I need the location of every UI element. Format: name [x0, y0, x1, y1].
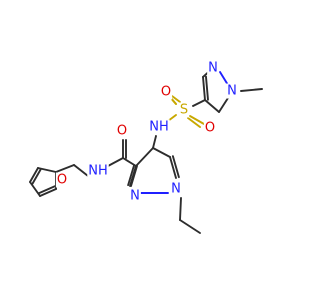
atom-label-background	[207, 60, 219, 76]
atom-label-background	[203, 120, 217, 136]
bond-nh-ch2	[73, 164, 89, 177]
bond-s-o	[171, 95, 181, 103]
bond-ethyl	[179, 197, 182, 221]
atom-label-background	[170, 181, 182, 197]
bond-pyr1	[127, 164, 136, 187]
atom-label-n-pyrazole1-n1: N	[171, 182, 181, 197]
atom-label-background	[148, 119, 170, 135]
bond-furan	[29, 181, 41, 197]
atom-label-furan-oxygen: O	[57, 173, 67, 188]
bond-c-amide	[122, 157, 137, 167]
bond-s-o	[189, 115, 205, 125]
bond-ethyl	[179, 219, 201, 234]
bond-furan	[39, 188, 57, 197]
atom-label-sulfonamide-nh: NH	[149, 120, 169, 135]
bond-pyr1	[171, 155, 180, 179]
bond-pyr2	[204, 99, 220, 113]
atom-label-background	[159, 84, 173, 100]
bond-n-methyl	[240, 88, 263, 92]
atom-label-background	[178, 102, 190, 118]
atom-label-n-pyrazole2-n2: N	[227, 84, 237, 99]
bond-pyr1	[169, 156, 177, 179]
atom-label-amide-oxygen: O	[117, 124, 127, 139]
bond-pyr2	[219, 71, 229, 86]
bond-pyr1	[130, 165, 138, 187]
bond-furan	[37, 167, 57, 173]
atom-label-background	[115, 123, 129, 139]
bond-pyr1	[129, 165, 137, 187]
atom-label-sulfur: S	[180, 103, 188, 118]
bond-nh-c4	[152, 135, 157, 149]
bond-c-s	[192, 99, 206, 107]
atom-label-n-pyrazole2-n1: N	[208, 61, 218, 76]
bond-pyr2	[218, 97, 229, 113]
bond-s-o	[187, 117, 201, 128]
bond-ch2-furan	[55, 164, 75, 173]
bond-pyr2	[202, 76, 206, 101]
atom-label-n-pyrazole1-n2: N	[130, 189, 140, 204]
molecule-diagram: N N S O O NH O NH N N O	[29, 60, 263, 234]
atom-label-sulfonyl-oxygen-right: O	[205, 121, 215, 136]
atom-label-amide-nh: NH	[88, 164, 108, 179]
bond-c-nh	[107, 157, 124, 167]
atom-label-background	[87, 163, 109, 179]
atom-label-background	[226, 83, 238, 99]
atom-label-background	[55, 172, 69, 188]
bond-furan	[37, 185, 56, 195]
bond-pyr1	[152, 147, 171, 158]
bond-pyr1	[135, 147, 154, 167]
atom-label-background	[129, 188, 141, 204]
bond-furan	[31, 168, 42, 185]
bond-furan	[29, 167, 39, 183]
atom-label-layer: N N S O O NH O NH N N O	[55, 60, 238, 204]
atom-label-sulfonyl-oxygen-left: O	[161, 85, 171, 100]
bond-pyr2	[205, 75, 209, 101]
